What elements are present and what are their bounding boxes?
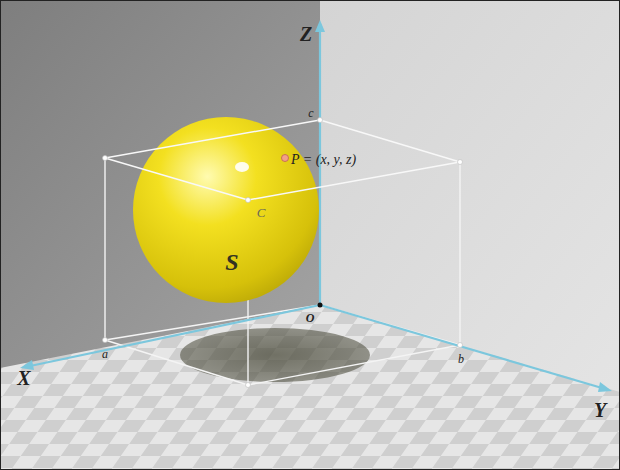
axis-label: Z — [300, 24, 312, 44]
point-label: b — [458, 353, 464, 365]
sphere-label: S — [225, 250, 238, 274]
origin-label: O — [306, 312, 315, 324]
center-label: C — [257, 206, 266, 219]
point-label: c — [308, 107, 313, 119]
axis-label: Y — [594, 400, 606, 420]
point-coordinates: P = (x, y, z) — [291, 153, 356, 167]
point-label: a — [102, 348, 108, 360]
axis-label: X — [17, 368, 30, 388]
